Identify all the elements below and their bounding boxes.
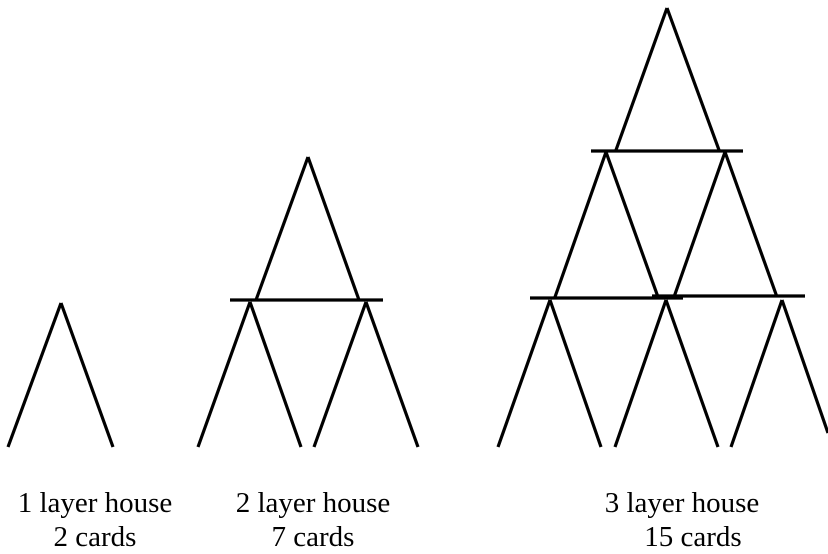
card-count-label: 7 cards xyxy=(271,521,355,553)
card xyxy=(496,299,552,448)
card xyxy=(254,156,310,301)
house-2-caption: 2 layer house 7 cards xyxy=(220,486,406,554)
card xyxy=(548,299,603,448)
card xyxy=(312,301,368,448)
card xyxy=(613,299,668,448)
house-3-caption: 3 layer house 15 cards xyxy=(589,486,775,554)
card xyxy=(604,151,660,298)
card xyxy=(672,151,727,298)
house-3-layer xyxy=(496,7,828,448)
card xyxy=(614,7,669,151)
card-count-label: 15 cards xyxy=(644,521,742,553)
card xyxy=(196,301,252,448)
house-2-layer xyxy=(196,156,420,448)
card xyxy=(364,301,420,448)
card xyxy=(59,302,115,448)
card xyxy=(248,301,303,448)
layer-count-label: 3 layer house xyxy=(604,487,760,519)
card xyxy=(729,299,784,448)
card xyxy=(780,299,828,434)
house-1-caption: 1 layer house 2 cards xyxy=(2,486,188,554)
card xyxy=(306,156,361,301)
card xyxy=(664,299,720,448)
card-count-label: 2 cards xyxy=(53,521,137,553)
card xyxy=(6,302,63,448)
card xyxy=(553,151,608,298)
house-1-layer xyxy=(6,302,115,448)
card xyxy=(723,151,779,298)
card xyxy=(665,7,721,151)
layer-count-label: 1 layer house xyxy=(17,487,173,519)
layer-count-label: 2 layer house xyxy=(235,487,391,519)
